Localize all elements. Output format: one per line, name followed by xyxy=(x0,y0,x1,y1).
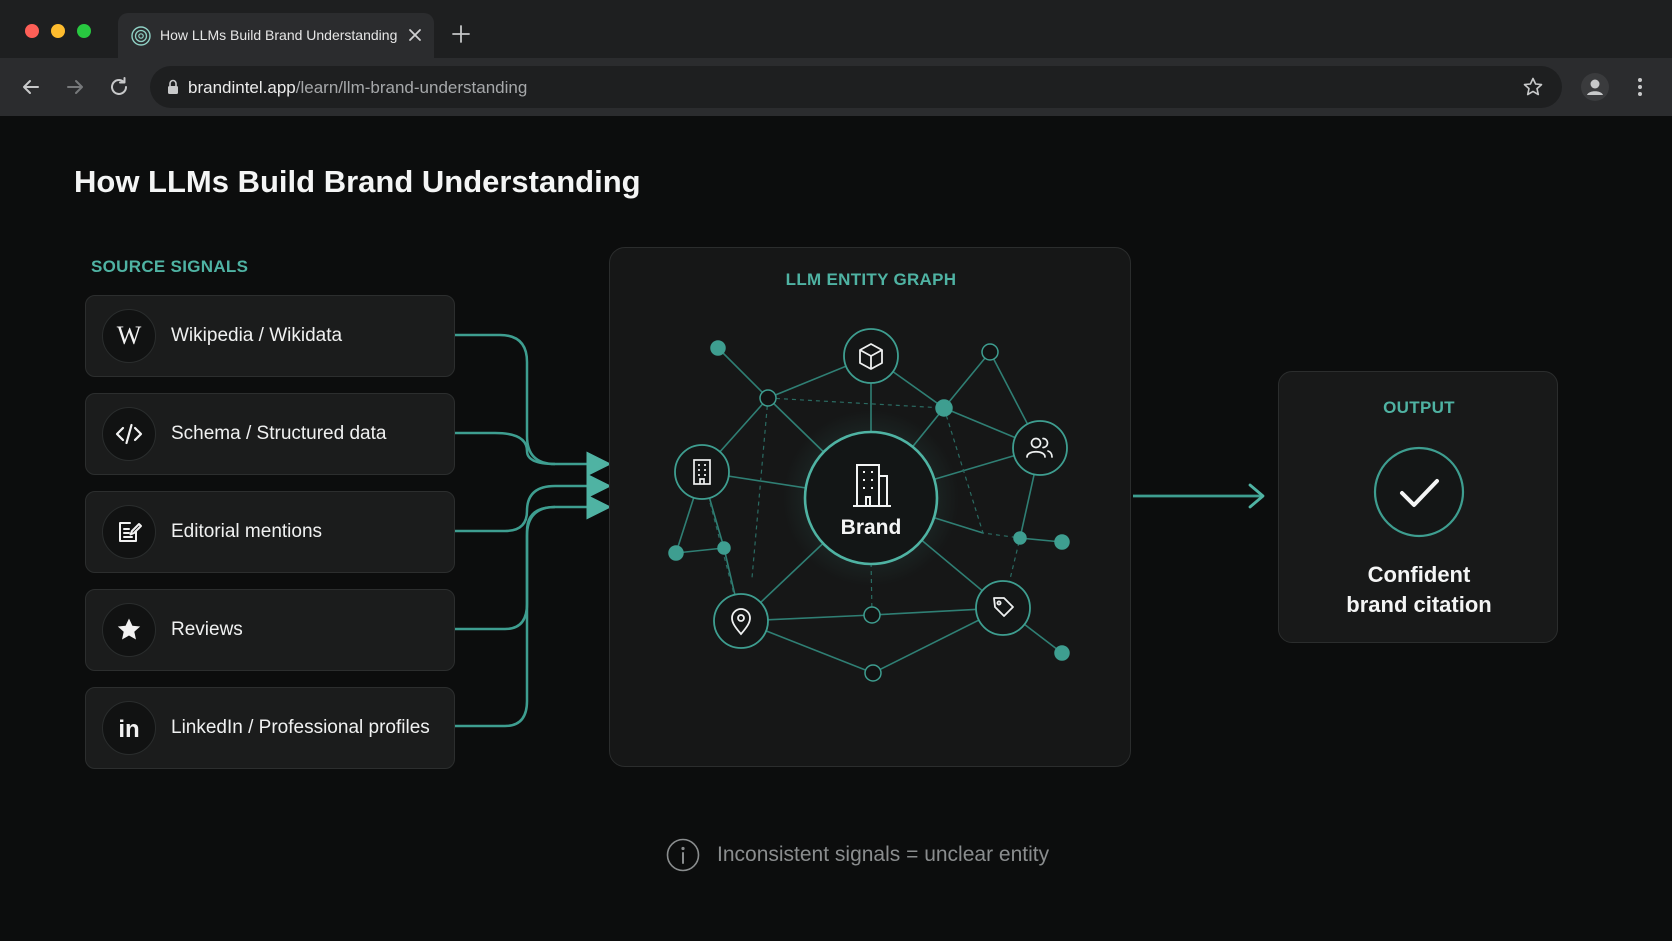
entity-graph-panel: LLM ENTITY GRAPH xyxy=(609,247,1131,767)
source-label: Schema / Structured data xyxy=(171,423,387,444)
browser-tab-bar: How LLMs Build Brand Understanding xyxy=(0,0,1672,58)
source-label: LinkedIn / Professional profiles xyxy=(171,717,430,738)
fingerprint-icon xyxy=(131,26,151,46)
building-node xyxy=(674,444,730,500)
edit-document-icon xyxy=(102,505,156,559)
tag-node xyxy=(975,580,1031,636)
cube-icon xyxy=(859,343,883,370)
page-title: How LLMs Build Brand Understanding xyxy=(74,164,641,199)
code-icon xyxy=(102,407,156,461)
checkmark-icon xyxy=(1372,445,1466,539)
footnote: Inconsistent signals = unclear entity xyxy=(666,838,1049,872)
entity-graph xyxy=(668,328,1070,682)
svg-text:in: in xyxy=(118,716,139,743)
entity-graph-label: LLM ENTITY GRAPH xyxy=(785,270,957,289)
star-icon xyxy=(102,603,156,657)
building-icon xyxy=(853,464,891,507)
output-line-1: Confident xyxy=(1367,562,1471,587)
cube-node xyxy=(843,328,899,384)
source-signals-label: SOURCE SIGNALS xyxy=(91,257,249,276)
lock-icon[interactable] xyxy=(164,78,182,96)
window-maximize-button[interactable] xyxy=(77,24,91,38)
page-content: How LLMs Build Brand Understanding SOURC… xyxy=(0,116,1672,941)
tag-icon xyxy=(993,597,1014,617)
output-panel: OUTPUT Confident brand citation xyxy=(1278,371,1558,643)
source-card-reviews[interactable]: Reviews xyxy=(85,589,455,671)
browser-tab-active[interactable]: How LLMs Build Brand Understanding xyxy=(118,13,434,58)
window-close-button[interactable] xyxy=(25,24,39,38)
output-line-2: brand citation xyxy=(1346,592,1492,617)
source-connectors xyxy=(455,333,612,728)
kebab-menu-icon[interactable] xyxy=(1630,74,1650,100)
source-label: Wikipedia / Wikidata xyxy=(171,325,343,346)
source-card-wikipedia[interactable]: W Wikipedia / Wikidata xyxy=(85,295,455,377)
source-label: Reviews xyxy=(171,619,243,640)
wikipedia-icon: W xyxy=(102,309,156,363)
url-text[interactable]: brandintel.app/learn/llm-brand-understan… xyxy=(188,78,528,97)
source-card-linkedin[interactable]: in LinkedIn / Professional profiles xyxy=(85,687,455,769)
output-text: Confident brand citation xyxy=(1279,560,1559,620)
linkedin-icon: in xyxy=(102,701,156,755)
footnote-text: Inconsistent signals = unclear entity xyxy=(717,843,1050,866)
source-card-schema[interactable]: Schema / Structured data xyxy=(85,393,455,475)
location-node xyxy=(713,593,769,649)
bookmark-star-icon[interactable] xyxy=(1522,76,1544,98)
plus-icon[interactable] xyxy=(449,22,473,46)
address-bar[interactable]: brandintel.app/learn/llm-brand-understan… xyxy=(150,66,1562,108)
location-pin-icon xyxy=(731,608,751,636)
close-icon[interactable] xyxy=(405,25,425,45)
window-minimize-button[interactable] xyxy=(51,24,65,38)
svg-text:W: W xyxy=(117,321,142,350)
brand-label: Brand xyxy=(840,516,902,539)
tab-title: How LLMs Build Brand Understanding xyxy=(160,27,398,43)
output-arrow xyxy=(1133,483,1265,509)
info-icon xyxy=(666,838,700,872)
forward-arrow-icon[interactable] xyxy=(62,74,88,100)
back-arrow-icon[interactable] xyxy=(18,74,44,100)
browser-toolbar: brandintel.app/learn/llm-brand-understan… xyxy=(0,58,1672,116)
profile-avatar-icon[interactable] xyxy=(1580,72,1610,102)
source-label: Editorial mentions xyxy=(171,521,323,542)
reload-icon[interactable] xyxy=(106,74,132,100)
source-card-editorial[interactable]: Editorial mentions xyxy=(85,491,455,573)
users-icon xyxy=(1026,437,1053,458)
building-icon xyxy=(693,459,711,485)
users-node xyxy=(1012,420,1068,476)
output-label: OUTPUT xyxy=(1383,398,1455,417)
